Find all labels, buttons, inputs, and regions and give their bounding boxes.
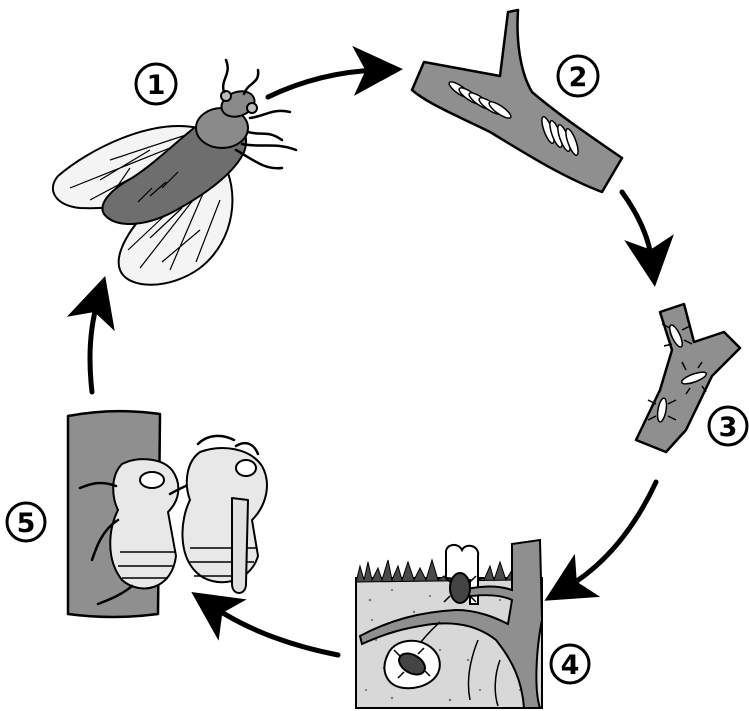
- arrow-3-to-4: [566, 482, 656, 588]
- stage-5-label: 5: [17, 508, 36, 539]
- stage-3-number: 3: [709, 407, 747, 445]
- grass: [356, 560, 516, 582]
- underground-nymphs-illustration: [356, 540, 542, 708]
- arrow-5-to-1: [90, 300, 98, 392]
- emerging-adult-cicada: [182, 436, 267, 593]
- stage-1-number: 1: [136, 64, 176, 104]
- stage-1-label: 1: [147, 70, 166, 101]
- arrow-4-to-5: [212, 606, 338, 655]
- stage-5-number: 5: [7, 503, 45, 541]
- arrow-2-to-3: [622, 192, 652, 262]
- arrow-1-to-2: [268, 70, 378, 97]
- stage-3-label: 3: [719, 412, 738, 443]
- twig-branch: [412, 10, 622, 192]
- twig-with-eggs-illustration: [412, 10, 622, 192]
- stage-4-number: 4: [551, 645, 589, 683]
- stage-2-number: 2: [558, 56, 598, 96]
- stage-4-label: 4: [561, 650, 580, 681]
- folded-wing: [232, 498, 248, 593]
- molting-on-trunk-illustration: [68, 411, 267, 617]
- stage-2-label: 2: [569, 62, 588, 93]
